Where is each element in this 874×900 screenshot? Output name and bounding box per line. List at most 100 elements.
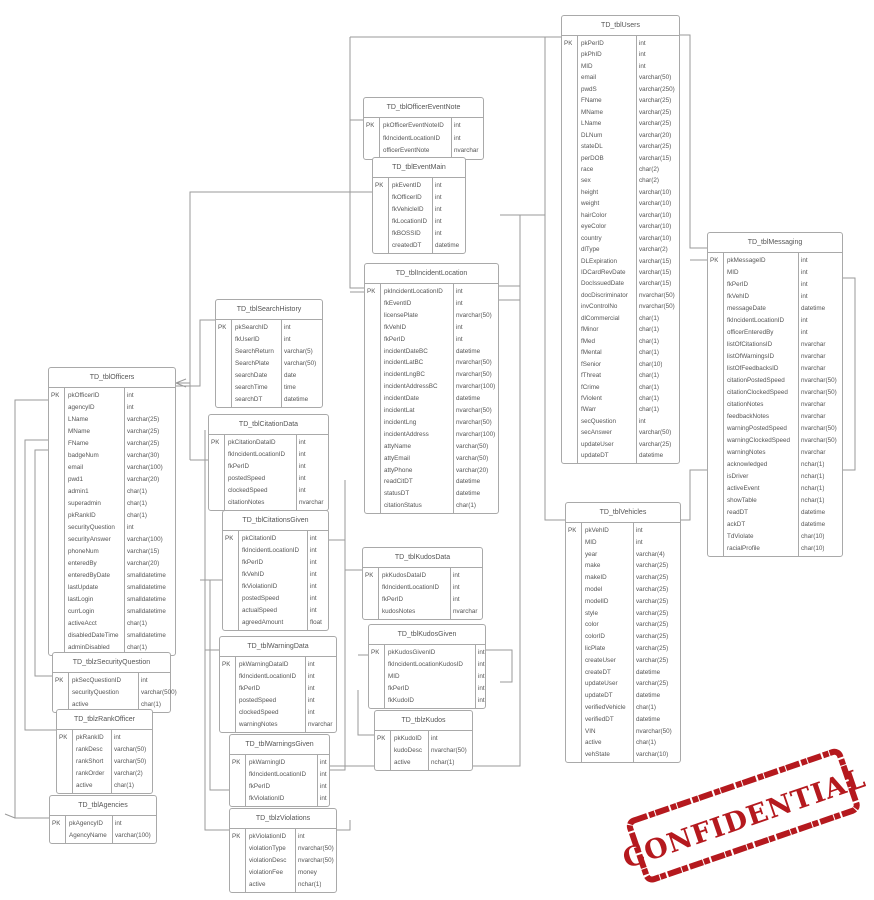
column-type: int — [310, 595, 317, 602]
column-type: int — [454, 122, 461, 129]
name-column-divider — [224, 435, 297, 510]
column-name: fkVehID — [727, 293, 750, 300]
column-name: incidentAddressBC — [384, 383, 438, 391]
column-name: VIN — [585, 727, 596, 735]
column-type: nvarchar — [801, 413, 826, 420]
table-title: TD_tblCitationsGiven — [223, 511, 328, 531]
column-name: pkAgencyID — [69, 820, 103, 827]
table-title: TD_tblWarningsGiven — [230, 735, 329, 755]
column-name: weight — [581, 200, 600, 208]
column-type: int — [456, 323, 463, 331]
relationship-line — [34, 449, 52, 677]
column-name: DLNum — [581, 131, 603, 139]
column-name: vehState — [585, 751, 610, 759]
column-type: date — [284, 372, 297, 379]
column-name: race — [581, 165, 594, 173]
column-type: varchar(20) — [639, 131, 672, 139]
column-type: int — [310, 559, 317, 566]
column-name: fkIncidentLocationID — [228, 451, 286, 458]
column-name: admin1 — [68, 488, 89, 495]
column-type: int — [320, 759, 327, 766]
primary-key-label: PK — [375, 182, 384, 189]
column-name: sex — [581, 177, 591, 185]
column-type: int — [453, 596, 460, 603]
column-type: nvarchar — [801, 365, 826, 372]
column-type: char(1) — [127, 500, 147, 507]
column-name: pkRankID — [76, 734, 104, 741]
column-name: updateDT — [581, 452, 609, 460]
relationship-line — [486, 649, 513, 683]
column-name: AgencyName — [69, 832, 107, 839]
column-type: smalldatetime — [127, 572, 166, 579]
column-type: varchar(10) — [636, 751, 669, 759]
table-title: TD_tblzRankOfficer — [57, 710, 152, 730]
column-name: warningNotes — [239, 721, 278, 728]
primary-key-label: PK — [366, 122, 375, 129]
relationship-line — [4, 813, 16, 819]
column-type: int — [308, 661, 315, 668]
table-title: TD_tblKudosGiven — [369, 625, 485, 645]
primary-key-label: PK — [52, 820, 61, 827]
column-name: invControlNo — [581, 303, 618, 311]
column-type: int — [435, 230, 442, 237]
column-type: char(1) — [639, 394, 659, 402]
column-name: fMinor — [581, 326, 599, 334]
column-name: warningNotes — [727, 449, 766, 456]
column-type: nvarchar — [801, 353, 826, 360]
column-type: datetime — [636, 715, 661, 723]
column-name: fkPerID — [388, 685, 409, 692]
column-name: agreedAmount — [242, 619, 284, 626]
column-name: rankOrder — [76, 770, 105, 777]
column-name: activeEvent — [727, 485, 760, 492]
table-title: TD_tblOfficerEventNote — [364, 98, 483, 118]
pk-column-divider — [49, 388, 65, 655]
column-name: citationPostedSpeed — [727, 377, 785, 384]
column-type: varchar(50) — [639, 74, 672, 82]
table-title: TD_tblEventMain — [373, 158, 465, 178]
column-name: country — [581, 234, 602, 242]
column-name: createdDT — [392, 242, 422, 249]
column-name: pkWarningDataID — [239, 661, 289, 668]
column-name: fkPerID — [384, 335, 405, 343]
column-name: email — [68, 464, 84, 471]
pk-column-divider — [708, 253, 724, 556]
column-type: nvarchar(50) — [456, 371, 492, 379]
